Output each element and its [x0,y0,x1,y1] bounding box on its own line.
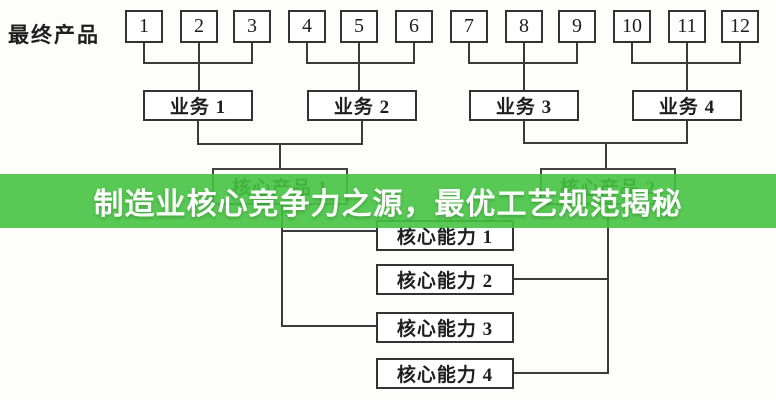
product-box-10: 10 [613,10,651,43]
connector-line [513,278,608,280]
connector-line [279,144,281,168]
connector-line [576,43,578,64]
connector-line [282,230,376,232]
connector-line [282,325,376,327]
connector-line [686,121,688,144]
connector-line [358,43,360,90]
connector-line [607,205,609,374]
business-box-4: 业务 4 [632,90,742,121]
business-box-1: 业务 1 [143,90,253,121]
product-box-5: 5 [340,10,378,43]
final-products-label: 最终产品 [8,23,100,47]
connector-line [197,121,199,145]
headline-banner: 制造业核心竞争力之源，最优工艺规范揭秘 [0,174,776,228]
product-box-4: 4 [288,10,326,43]
product-box-6: 6 [395,10,433,43]
connector-line [605,143,607,168]
connector-line [413,43,415,64]
product-box-9: 9 [558,10,596,43]
connector-line [468,43,470,64]
connector-line [143,43,145,64]
connector-line [513,372,608,374]
connector-line [198,43,200,90]
core-competence-box-3: 核心能力 3 [376,312,514,343]
product-box-3: 3 [233,10,271,43]
core-competence-box-2: 核心能力 2 [376,264,514,295]
product-box-12: 12 [721,10,759,43]
business-box-2: 业务 2 [307,90,417,121]
product-box-7: 7 [450,10,488,43]
connector-line [306,43,308,64]
product-box-11: 11 [668,10,706,43]
product-box-1: 1 [125,10,163,43]
connector-line [523,43,525,90]
product-box-2: 2 [180,10,218,43]
connector-line [739,43,741,64]
connector-line [631,43,633,64]
product-box-8: 8 [505,10,543,43]
core-competence-box-4: 核心能力 4 [376,358,514,389]
business-box-3: 业务 3 [469,90,579,121]
connector-line [361,121,363,145]
connector-line [686,43,688,90]
connector-line [523,121,525,144]
headline-text: 制造业核心竞争力之源，最优工艺规范揭秘 [93,188,683,221]
connector-line [281,205,283,327]
connector-line [307,62,414,64]
connector-line [251,43,253,64]
